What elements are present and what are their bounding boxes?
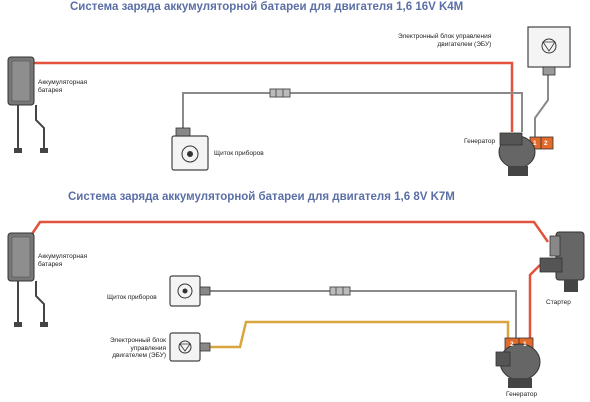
d1-battery-label-line2: батарея <box>38 86 63 94</box>
d2-ecu-label-line1: Электронный блок <box>109 337 166 344</box>
d2-dashboard-label: Щиток приборов <box>107 294 157 301</box>
d2-starter-icon <box>539 231 585 292</box>
d1-power-wire <box>30 61 514 132</box>
d2-battery-icon <box>7 232 48 327</box>
d2-signal-wire <box>205 286 517 340</box>
d2-pin-2: 2 <box>510 341 514 348</box>
d2-pin-1: 1 <box>523 341 527 348</box>
d1-ecu-wire <box>534 72 549 140</box>
d2-ecu-label: Электронный блок управления двигателем (… <box>94 337 166 360</box>
d2-battery-label: Аккумуляторная батарея <box>38 253 87 268</box>
d2-generator-label: Генератор <box>506 391 538 398</box>
d1-ecu-icon <box>527 26 571 76</box>
d2-power-wire <box>28 220 550 340</box>
d2-starter-label: Стартер <box>546 299 571 306</box>
d2-dashboard-icon <box>169 275 211 307</box>
d1-generator-icon <box>498 132 554 176</box>
d2-battery-label-line1: Аккумуляторная <box>38 253 88 260</box>
d2-battery-label-line2: батарея <box>38 260 63 268</box>
d2-title: Система заряда аккумуляторной батареи дл… <box>68 191 455 203</box>
d1-dashboard-icon <box>171 127 209 171</box>
d1-ecu-label: Электронный блок управления двигателем (… <box>398 33 491 48</box>
d1-dashboard-label: Щиток приборов <box>214 150 264 157</box>
d2-ecu-label-line2: управления <box>130 344 166 352</box>
d1-ecu-label-line2: двигателем (ЭБУ) <box>437 40 492 48</box>
d1-pin-1: 1 <box>533 140 537 147</box>
d1-ecu-label-line1: Электронный блок управления <box>398 33 492 40</box>
d1-battery-label: Аккумуляторная батарея <box>38 79 87 94</box>
d2-ecu-icon <box>169 332 211 362</box>
d1-battery-label-line1: Аккумуляторная <box>38 79 88 86</box>
d2-ecu-label-line3: двигателем (ЭБУ) <box>112 352 166 359</box>
d2-ecu-wire <box>205 320 510 349</box>
d2-generator-icon <box>495 337 541 388</box>
d1-battery-icon <box>7 56 48 153</box>
d1-title: Система заряда аккумуляторной батареи дл… <box>70 1 464 13</box>
d1-signal-wire <box>182 88 523 132</box>
d1-pin-2: 2 <box>544 140 548 147</box>
d1-generator-label: Генератор <box>464 138 496 145</box>
